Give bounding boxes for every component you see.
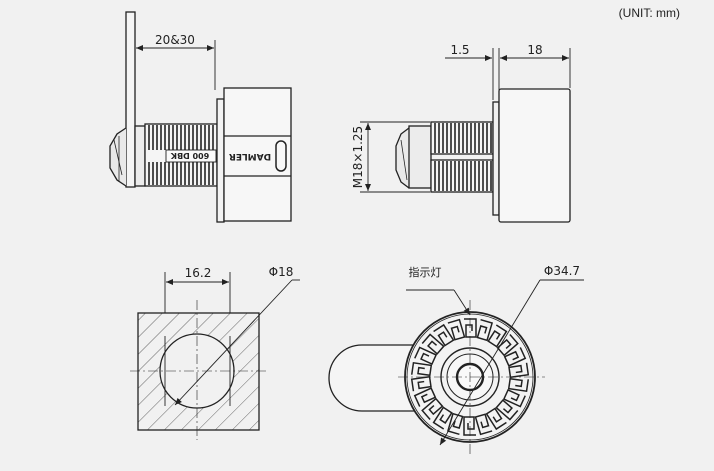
length-dimension: 20&30 [155,33,195,47]
end-view [360,48,571,223]
unit-label: (UNIT: mm) [618,6,680,20]
thread-dimension: M18×1.25 [351,126,365,188]
barrel-threads [148,125,214,185]
front-diameter-dimension: Φ34.7 [544,264,580,278]
body-engraving: DAMLER [229,151,271,161]
cutout-width-dimension: 16.2 [185,266,212,280]
front-view [328,279,584,455]
barrel-engraving: 600 DBK [170,151,209,160]
head-dimension: 18 [527,43,542,57]
cam [328,344,420,412]
end-threads [434,123,492,191]
mounting-plate [125,11,136,188]
flange-dimension: 1.5 [450,43,469,57]
indicator-slot [275,140,287,172]
indicator-label: 指示灯 [409,265,442,279]
lock-head-body [223,87,292,222]
cutout-diameter-dimension: Φ18 [269,265,294,279]
cutout-view [130,272,300,440]
flange [492,101,500,216]
end-head [498,88,571,223]
greek-key-pattern [410,318,530,436]
side-view [109,11,292,223]
